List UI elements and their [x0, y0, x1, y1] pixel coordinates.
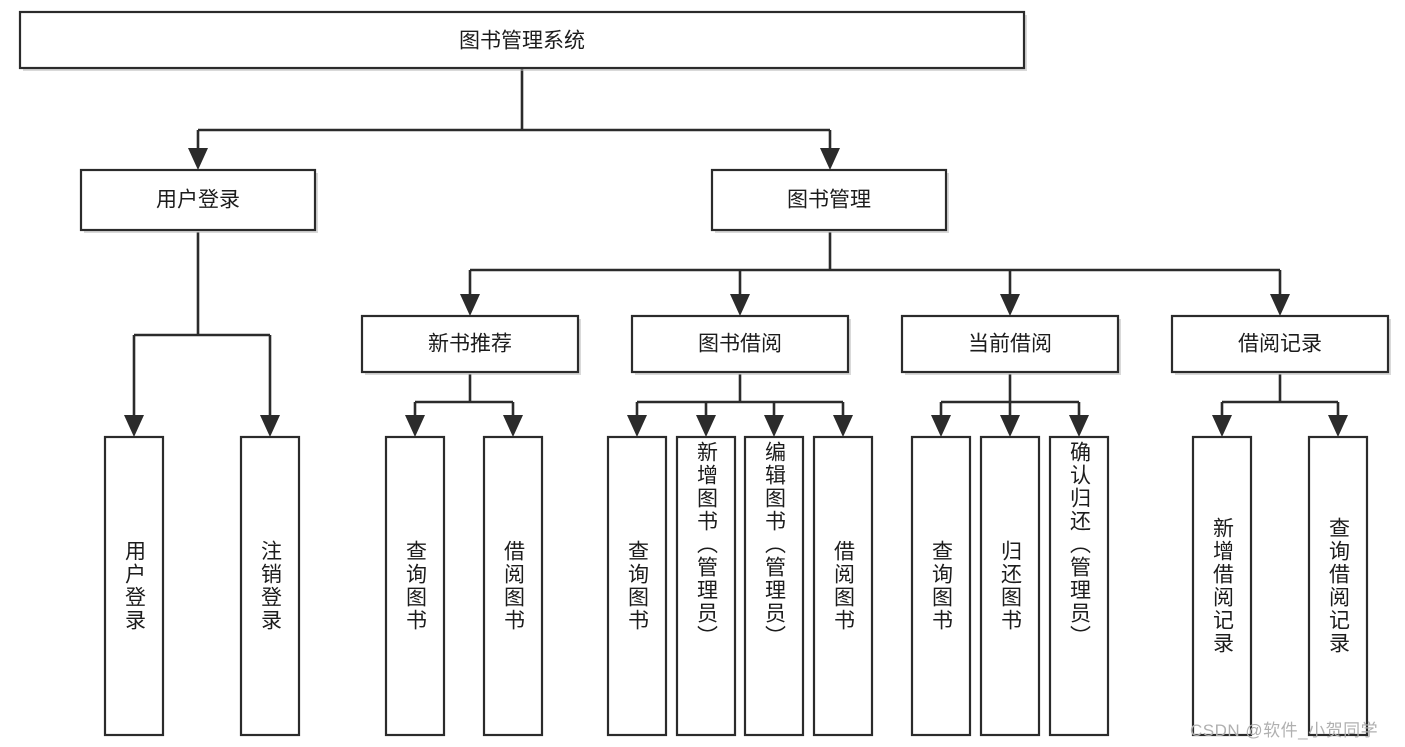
node-box-group: [18, 10, 1391, 737]
new-book-recommend-node-label: 新书推荐: [428, 333, 512, 356]
leaf-add-record-box[interactable]: [1191, 435, 1253, 737]
leaf-user-login-box[interactable]: [103, 435, 165, 737]
borrow-record-node-label: 借阅记录: [1238, 333, 1322, 356]
leaf-query-record-box[interactable]: [1307, 435, 1369, 737]
arrow-current-leaf0: [931, 415, 951, 437]
arrow-bm-to-current: [1000, 294, 1020, 316]
arrow-current-leaf1: [1000, 415, 1020, 437]
leaf-return-book-box[interactable]: [979, 435, 1041, 737]
leaf-confirm-return-box[interactable]: [1048, 435, 1110, 737]
arrow-bm-to-recommend: [460, 294, 480, 316]
leaf-borrow-book-1-box[interactable]: [482, 435, 544, 737]
arrow-borrow-leaf2: [764, 415, 784, 437]
leaf-query-book-2-box[interactable]: [606, 435, 668, 737]
borrow-record-node-box[interactable]: [1170, 314, 1390, 374]
arrow-current-leaf2: [1069, 415, 1089, 437]
arrow-user-login-leaf1: [260, 415, 280, 437]
arrow-recommend-leaf1: [503, 415, 523, 437]
connector-group: [124, 68, 1348, 437]
book-manage-node-label: 图书管理: [787, 189, 871, 212]
leaf-borrow-book-2-box[interactable]: [812, 435, 874, 737]
arrow-record-leaf1: [1328, 415, 1348, 437]
node-label-group: 图书管理系统 用户登录 图书管理 新书推荐 图书借阅 当前借阅 借阅记录: [156, 30, 1322, 356]
arrow-recommend-leaf0: [405, 415, 425, 437]
book-manage-node-box[interactable]: [710, 168, 948, 232]
arrow-borrow-leaf3: [833, 415, 853, 437]
leaf-logout-box[interactable]: [239, 435, 301, 737]
leaf-query-book-1-box[interactable]: [384, 435, 446, 737]
user-login-node-label: 用户登录: [156, 189, 240, 212]
arrow-user-login-leaf0: [124, 415, 144, 437]
book-borrow-node-box[interactable]: [630, 314, 850, 374]
arrow-bm-to-borrow: [730, 294, 750, 316]
root-node-label: 图书管理系统: [459, 30, 585, 53]
arrow-bm-to-record: [1270, 294, 1290, 316]
current-borrow-node-box[interactable]: [900, 314, 1120, 374]
user-login-node-box[interactable]: [79, 168, 317, 232]
leaf-add-book-box[interactable]: [675, 435, 737, 737]
leaf-query-book-3-box[interactable]: [910, 435, 972, 737]
arrow-borrow-leaf1: [696, 415, 716, 437]
current-borrow-node-label: 当前借阅: [968, 333, 1052, 356]
arrow-record-leaf0: [1212, 415, 1232, 437]
new-book-recommend-node-box[interactable]: [360, 314, 580, 374]
arrow-root-to-book-manage: [820, 148, 840, 170]
leaf-edit-book-box[interactable]: [743, 435, 805, 737]
book-borrow-node-label: 图书借阅: [698, 333, 782, 356]
root-node-box[interactable]: [18, 10, 1026, 70]
arrow-borrow-leaf0: [627, 415, 647, 437]
arrow-root-to-user-login: [188, 148, 208, 170]
csdn-watermark: CSDN @软件_小贺同学: [1190, 721, 1379, 740]
